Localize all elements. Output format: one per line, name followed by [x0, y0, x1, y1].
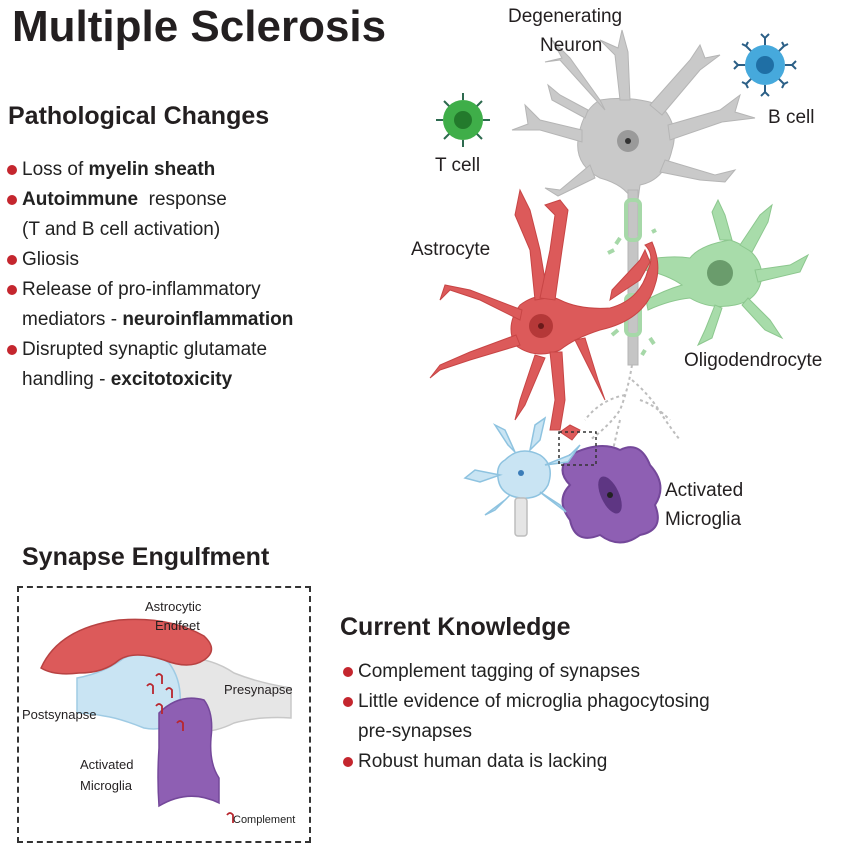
engulf-microglia-label-line1: Activated — [80, 757, 134, 772]
list-item: Little evidence of microglia phagocytosi… — [343, 687, 710, 717]
list-item: Gliosis — [7, 245, 293, 275]
astrocyte-label: Astrocyte — [411, 239, 491, 260]
synapse-engulfment-diagram — [40, 618, 292, 823]
astrocytic-endfeet-label-line1: Astrocytic — [145, 599, 202, 614]
page-title: Multiple Sclerosis — [12, 2, 387, 51]
list-item: Complement tagging of synapses — [343, 657, 710, 687]
current-knowledge-heading: Current Knowledge — [340, 613, 571, 641]
engulfing-microglia-shape — [157, 697, 220, 808]
bullet-icon — [343, 697, 353, 707]
blue-glial-cell — [463, 416, 581, 537]
current-knowledge-list: Complement tagging of synapses Little ev… — [343, 657, 710, 777]
list-item: Robust human data is lacking — [343, 747, 710, 777]
pathological-changes-heading: Pathological Changes — [8, 102, 270, 130]
bullet-icon — [7, 345, 17, 355]
bullet-icon — [7, 165, 17, 175]
list-item: Release of pro-inflammatory — [7, 275, 293, 305]
complement-marks — [146, 673, 234, 823]
complement-legend-label: Complement — [233, 814, 296, 826]
synapse-highlight-box — [558, 431, 597, 466]
degenerated-axon — [584, 364, 681, 456]
list-item-continuation: pre-synapses — [358, 721, 473, 742]
presynapse-label: Presynapse — [224, 682, 293, 697]
bullet-icon — [7, 285, 17, 295]
postsynapse-label: Postsynapse — [22, 707, 97, 722]
microglia-label-line2: Microglia — [665, 509, 742, 530]
astrocytic-endfeet-shape — [40, 618, 213, 675]
bullet-icon — [343, 667, 353, 677]
activated-microglia-cell — [561, 445, 662, 544]
list-item: Loss of myelin sheath — [7, 155, 293, 185]
list-item-continuation: (T and B cell activation) — [22, 219, 221, 240]
oligodendrocyte-nucleus — [707, 260, 733, 286]
t-cell-label: T cell — [435, 155, 481, 176]
t-cell — [436, 93, 490, 147]
oligodendrocyte-label: Oligodendrocyte — [684, 350, 823, 371]
astrocytic-endfeet-label-line2: Endfeet — [155, 618, 200, 633]
bullet-icon — [7, 255, 17, 265]
list-item-continuation: handling - excitotoxicity — [22, 369, 233, 390]
neuron-label-line2: Neuron — [540, 35, 603, 56]
synapse-engulfment-panel — [17, 586, 311, 843]
list-item: Disrupted synaptic glutamate — [7, 335, 293, 365]
synapse-engulfment-heading: Synapse Engulfment — [22, 543, 270, 571]
oligodendrocyte — [644, 198, 810, 347]
engulf-microglia-label-line2: Microglia — [80, 778, 133, 793]
list-item: Autoimmune response — [7, 185, 293, 215]
bullet-icon — [7, 195, 17, 205]
list-item-continuation: mediators - neuroinflammation — [22, 309, 294, 330]
microglia-label-line1: Activated — [665, 480, 744, 501]
pathological-changes-list: Loss of myelin sheath Autoimmune respons… — [7, 155, 294, 395]
neuron-label-line1: Degenerating — [508, 6, 623, 27]
b-cell — [733, 33, 797, 97]
bullet-icon — [343, 757, 353, 767]
b-cell-label: B cell — [768, 107, 815, 128]
